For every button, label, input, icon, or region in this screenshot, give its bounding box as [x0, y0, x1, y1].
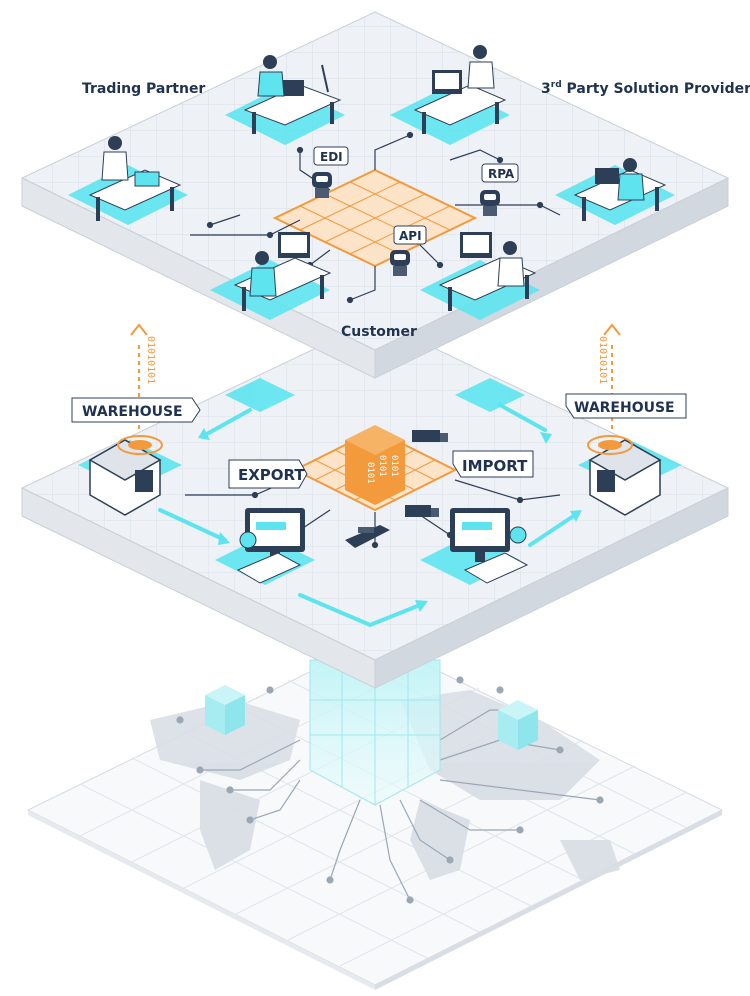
data-cube-left — [205, 685, 245, 735]
tag-warehouse-left-text: WAREHOUSE — [82, 404, 183, 420]
workstation-3rdparty-right — [573, 158, 667, 221]
globe-icon — [509, 526, 527, 544]
workstation-3rdparty-top — [413, 45, 507, 134]
tag-import: IMPORT — [452, 450, 534, 478]
robot-icon — [480, 190, 500, 216]
warehouse-icon — [88, 435, 163, 516]
data-upload-arrow-right: 01010101 — [597, 323, 621, 430]
tag-rpa-text: RPA — [488, 167, 515, 181]
label-customer: Customer — [341, 324, 417, 340]
workstation-customer-right — [438, 232, 537, 311]
monitor-icon — [236, 508, 305, 584]
robot-icon — [390, 250, 410, 276]
label-third-party: 3rd Party Solution Provider — [541, 80, 750, 97]
robot-icon — [312, 172, 332, 198]
third-party-sup: rd — [551, 80, 562, 90]
top-office-layer — [20, 11, 730, 379]
workstation-trading-top — [243, 55, 342, 134]
data-upload-arrow-left: 01010101 — [130, 323, 156, 430]
warehouse-icon — [587, 435, 662, 516]
tag-api: API — [393, 225, 427, 245]
tag-api-text: API — [399, 229, 422, 243]
tag-warehouse-right-text: WAREHOUSE — [574, 400, 675, 416]
bottom-map-layer — [26, 639, 724, 990]
binary-center-2: 0101 — [389, 455, 399, 477]
binary-right: 01010101 — [597, 336, 608, 384]
tag-warehouse-right: WAREHOUSE — [565, 393, 687, 419]
data-cube-right — [498, 700, 538, 750]
tag-edi-text: EDI — [320, 150, 343, 164]
binary-center-3: 0101 — [365, 462, 375, 484]
monitor-icon — [450, 508, 529, 584]
third-party-rest: Party Solution Provider — [562, 81, 750, 97]
tag-warehouse-left: WAREHOUSE — [71, 397, 201, 423]
truck-icon — [412, 430, 448, 442]
tag-export: EXPORT — [228, 459, 308, 489]
workstation-customer-left — [233, 232, 332, 311]
binary-center-1: 0101 — [377, 455, 387, 477]
third-party-prefix: 3 — [541, 81, 551, 97]
tag-export-text: EXPORT — [238, 466, 305, 484]
binary-left: 01010101 — [145, 336, 156, 384]
label-trading-partner: Trading Partner — [82, 81, 205, 97]
globe-icon — [239, 531, 257, 549]
ship-icon — [345, 525, 390, 548]
workstation-trading-left — [88, 136, 182, 221]
central-data-pillar — [309, 659, 441, 806]
data-column: 0101 0101 0101 — [345, 425, 405, 505]
tag-edi: EDI — [313, 146, 349, 166]
truck-icon — [405, 505, 439, 517]
tag-import-text: IMPORT — [462, 457, 528, 475]
tag-rpa: RPA — [481, 163, 519, 183]
